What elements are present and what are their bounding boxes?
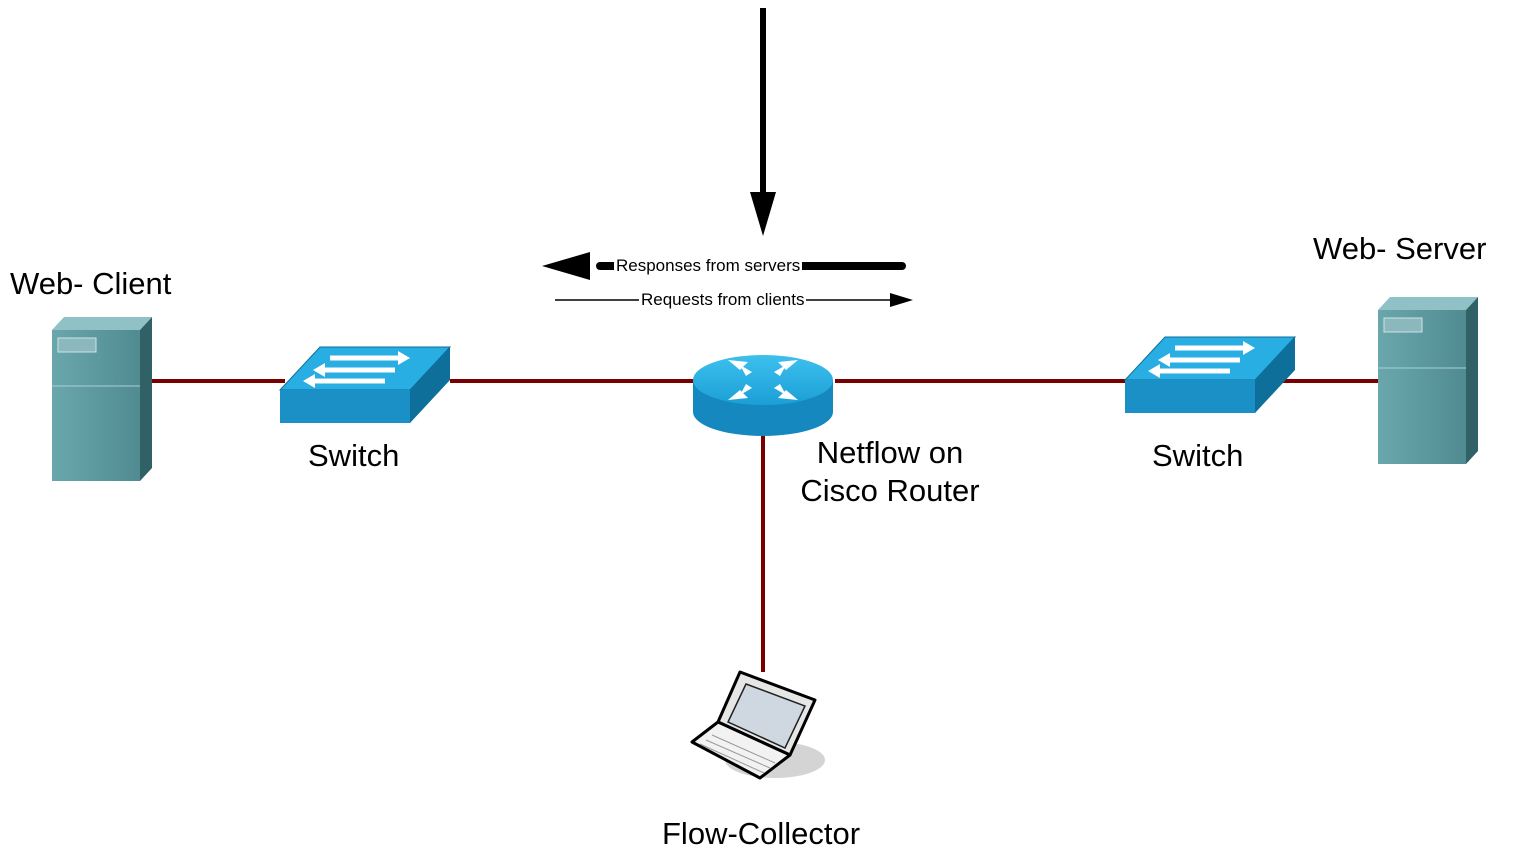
web-client-server-icon [52, 317, 152, 481]
router-label-line2: Cisco Router [800, 473, 980, 508]
web-client-label: Web- Client [10, 266, 172, 301]
right-switch-label: Switch [1152, 438, 1244, 473]
incoming-arrow [750, 8, 776, 236]
web-server-server-icon [1378, 297, 1478, 464]
flow-collector-label: Flow-Collector [662, 816, 861, 851]
router-icon [693, 355, 833, 436]
network-links [150, 379, 1380, 672]
web-server-label: Web- Server [1313, 231, 1487, 266]
laptop-icon [690, 670, 825, 780]
left-switch-label: Switch [308, 438, 400, 473]
requests-label: Requests from clients [639, 290, 807, 310]
right-switch-icon [1123, 336, 1297, 413]
left-switch-icon [278, 346, 452, 423]
router-label-line1: Netflow on [816, 435, 964, 470]
responses-label: Responses from servers [614, 256, 803, 276]
router-label: Netflow on Cisco Router [790, 434, 990, 510]
